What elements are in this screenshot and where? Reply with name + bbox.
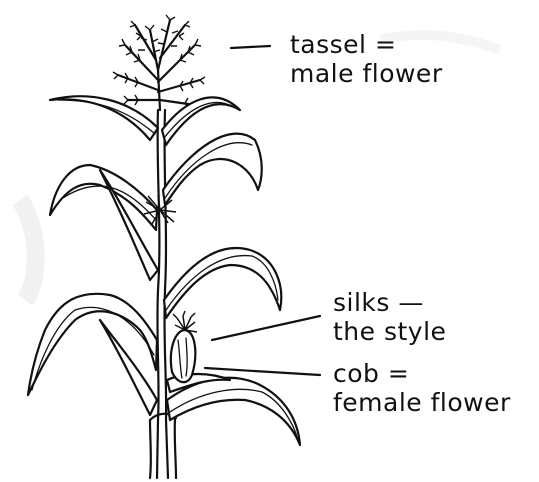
silks-label: silks — the style [333, 288, 446, 346]
tassel-label-line-2: male flower [290, 59, 443, 88]
tassel-label: tassel = male flower [290, 30, 443, 88]
silks-label-line-1: silks — [333, 288, 446, 317]
cob-label-line-2: female flower [333, 388, 511, 417]
tassel [113, 15, 205, 110]
silks-leader-line [212, 316, 320, 340]
silks [173, 311, 197, 332]
tassel-leader-line [231, 46, 270, 48]
leader-lines [205, 46, 320, 375]
cob-label: cob = female flower [333, 359, 511, 417]
silks-label-line-2: the style [333, 317, 446, 346]
tassel-label-line-1: tassel = [290, 30, 443, 59]
cob [171, 330, 195, 382]
cob-leader-line [205, 368, 320, 375]
cob-label-line-1: cob = [333, 359, 511, 388]
